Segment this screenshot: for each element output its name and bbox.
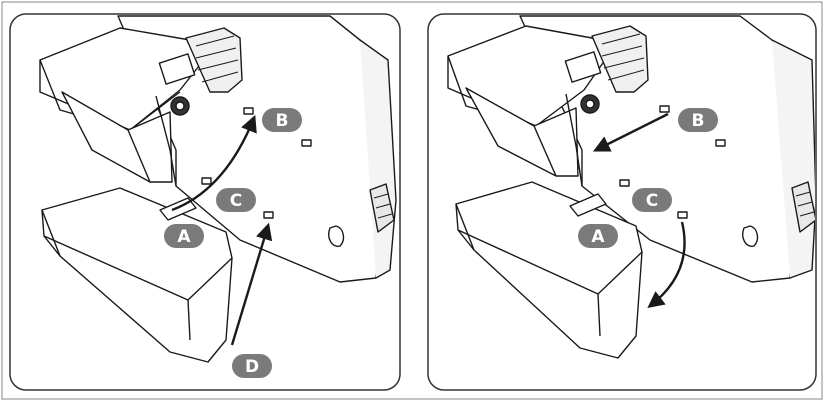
slot-d: [678, 212, 687, 218]
badge-d: D: [232, 354, 272, 378]
badge-b-text: B: [276, 111, 289, 131]
slot-b: [660, 106, 669, 112]
badge-b: B: [678, 108, 718, 132]
badge-a-text: A: [177, 227, 191, 247]
foot-hole: [743, 226, 758, 246]
slot-upper: [716, 140, 725, 146]
foot-hole: [329, 226, 344, 246]
slot-c: [620, 180, 629, 186]
badge-c-text: C: [230, 191, 242, 211]
slot-c: [202, 178, 211, 184]
slot-b: [244, 108, 253, 114]
badge-a-text: A: [591, 227, 605, 247]
badge-a: A: [164, 224, 204, 248]
slot-d: [264, 212, 273, 218]
slot-upper: [302, 140, 311, 146]
badge-d-text: D: [245, 357, 259, 377]
badge-b-text: B: [692, 111, 705, 131]
panel-right: B C A: [428, 14, 816, 390]
badge-a: A: [578, 224, 618, 248]
panel-left: B C A D: [10, 14, 400, 390]
badge-c-text: C: [646, 191, 658, 211]
badge-c: C: [216, 188, 256, 212]
badge-c: C: [632, 188, 672, 212]
badge-b: B: [262, 108, 302, 132]
